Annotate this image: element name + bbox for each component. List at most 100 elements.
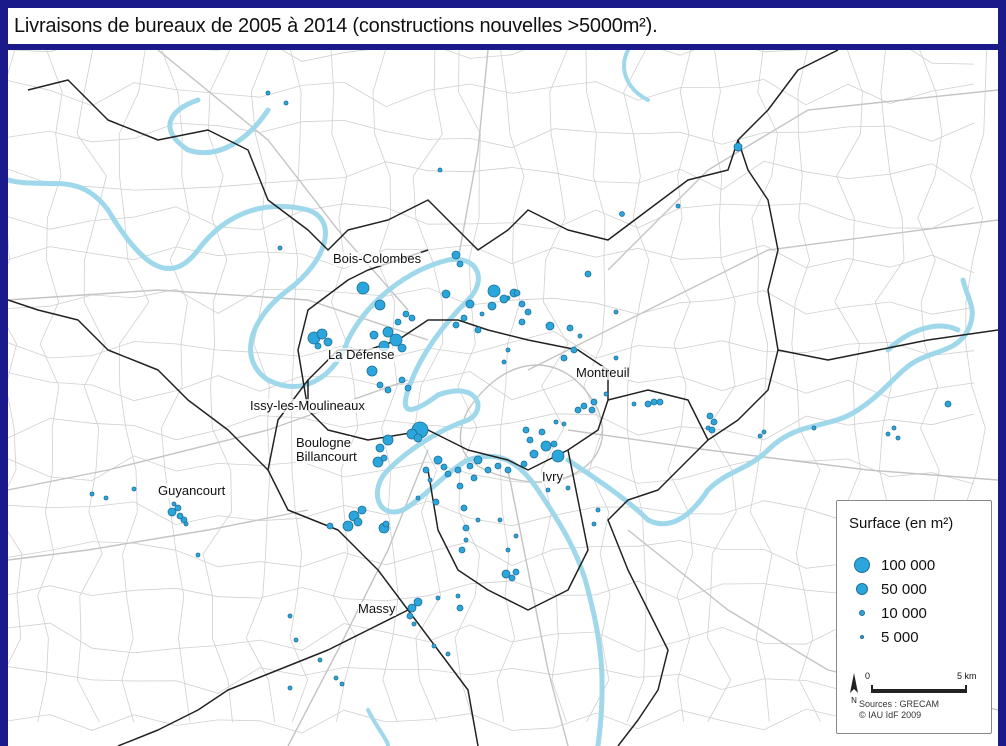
- office-delivery-dot[interactable]: [944, 400, 952, 408]
- office-delivery-dot[interactable]: [277, 245, 283, 251]
- office-delivery-dot[interactable]: [413, 433, 423, 443]
- office-delivery-dot[interactable]: [513, 533, 519, 539]
- office-delivery-dot[interactable]: [369, 330, 379, 340]
- office-delivery-dot[interactable]: [398, 376, 406, 384]
- office-delivery-dot[interactable]: [484, 466, 492, 474]
- office-delivery-dot[interactable]: [455, 593, 461, 599]
- office-delivery-dot[interactable]: [540, 440, 552, 452]
- office-delivery-dot[interactable]: [287, 685, 293, 691]
- office-delivery-dot[interactable]: [435, 595, 441, 601]
- office-delivery-dot[interactable]: [895, 435, 901, 441]
- office-delivery-dot[interactable]: [650, 398, 658, 406]
- office-delivery-dot[interactable]: [505, 347, 511, 353]
- office-delivery-dot[interactable]: [433, 455, 443, 465]
- office-delivery-dot[interactable]: [427, 477, 433, 483]
- office-delivery-dot[interactable]: [316, 328, 328, 340]
- office-delivery-dot[interactable]: [103, 495, 109, 501]
- office-delivery-dot[interactable]: [508, 574, 516, 582]
- office-delivery-dot[interactable]: [656, 398, 664, 406]
- office-delivery-dot[interactable]: [445, 651, 451, 657]
- office-delivery-dot[interactable]: [460, 504, 468, 512]
- office-delivery-dot[interactable]: [441, 289, 451, 299]
- office-delivery-dot[interactable]: [372, 456, 384, 468]
- office-delivery-dot[interactable]: [460, 314, 468, 322]
- office-delivery-dot[interactable]: [595, 507, 601, 513]
- office-delivery-dot[interactable]: [323, 337, 333, 347]
- office-delivery-dot[interactable]: [366, 365, 378, 377]
- office-delivery-dot[interactable]: [357, 505, 367, 515]
- office-delivery-dot[interactable]: [811, 425, 817, 431]
- office-delivery-dot[interactable]: [613, 309, 619, 315]
- office-delivery-dot[interactable]: [382, 326, 394, 338]
- office-delivery-dot[interactable]: [380, 454, 388, 462]
- office-delivery-dot[interactable]: [376, 381, 384, 389]
- office-delivery-dot[interactable]: [265, 90, 271, 96]
- office-delivery-dot[interactable]: [342, 520, 354, 532]
- office-delivery-dot[interactable]: [550, 440, 558, 448]
- office-delivery-dot[interactable]: [631, 401, 637, 407]
- office-delivery-dot[interactable]: [501, 359, 507, 365]
- office-delivery-dot[interactable]: [591, 521, 597, 527]
- office-delivery-dot[interactable]: [513, 289, 521, 297]
- office-delivery-dot[interactable]: [644, 400, 652, 408]
- office-delivery-dot[interactable]: [470, 474, 478, 482]
- office-delivery-dot[interactable]: [422, 466, 430, 474]
- office-delivery-dot[interactable]: [375, 443, 385, 453]
- office-delivery-dot[interactable]: [183, 521, 189, 527]
- office-delivery-dot[interactable]: [512, 568, 520, 576]
- office-delivery-dot[interactable]: [333, 675, 339, 681]
- office-delivery-dot[interactable]: [353, 517, 363, 527]
- office-delivery-dot[interactable]: [339, 681, 345, 687]
- office-delivery-dot[interactable]: [89, 491, 95, 497]
- office-delivery-dot[interactable]: [293, 637, 299, 643]
- map-frame[interactable]: Bois-Colombes La Défense Issy-les-Moulin…: [8, 50, 998, 746]
- office-delivery-dot[interactable]: [551, 449, 565, 463]
- office-delivery-dot[interactable]: [505, 547, 511, 553]
- office-delivery-dot[interactable]: [705, 425, 711, 431]
- office-delivery-dot[interactable]: [458, 546, 466, 554]
- office-delivery-dot[interactable]: [584, 270, 592, 278]
- office-delivery-dot[interactable]: [603, 391, 609, 397]
- office-delivery-dot[interactable]: [402, 310, 410, 318]
- office-delivery-dot[interactable]: [526, 436, 534, 444]
- office-delivery-dot[interactable]: [524, 308, 532, 316]
- office-delivery-dot[interactable]: [553, 419, 559, 425]
- office-delivery-dot[interactable]: [561, 421, 567, 427]
- office-delivery-dot[interactable]: [452, 321, 460, 329]
- office-delivery-dot[interactable]: [577, 333, 583, 339]
- office-delivery-dot[interactable]: [382, 520, 390, 528]
- office-delivery-dot[interactable]: [407, 603, 417, 613]
- office-delivery-dot[interactable]: [394, 318, 402, 326]
- office-delivery-dot[interactable]: [171, 501, 177, 507]
- office-delivery-dot[interactable]: [520, 460, 528, 468]
- office-delivery-dot[interactable]: [440, 463, 448, 471]
- office-delivery-dot[interactable]: [501, 569, 511, 579]
- office-delivery-dot[interactable]: [494, 462, 502, 470]
- office-delivery-dot[interactable]: [499, 294, 509, 304]
- office-delivery-dot[interactable]: [504, 466, 512, 474]
- office-delivery-dot[interactable]: [415, 495, 421, 501]
- office-delivery-dot[interactable]: [404, 384, 412, 392]
- office-delivery-dot[interactable]: [437, 167, 443, 173]
- office-delivery-dot[interactable]: [374, 299, 386, 311]
- office-delivery-dot[interactable]: [456, 260, 464, 268]
- office-delivery-dot[interactable]: [588, 406, 596, 414]
- office-delivery-dot[interactable]: [733, 142, 743, 152]
- office-delivery-dot[interactable]: [590, 398, 598, 406]
- office-delivery-dot[interactable]: [570, 346, 578, 354]
- office-delivery-dot[interactable]: [389, 333, 403, 347]
- office-delivery-dot[interactable]: [518, 318, 526, 326]
- office-delivery-dot[interactable]: [326, 522, 334, 530]
- office-delivery-dot[interactable]: [565, 485, 571, 491]
- office-delivery-dot[interactable]: [891, 425, 897, 431]
- office-delivery-dot[interactable]: [431, 643, 437, 649]
- office-delivery-dot[interactable]: [432, 498, 440, 506]
- office-delivery-dot[interactable]: [384, 386, 392, 394]
- office-delivery-dot[interactable]: [195, 552, 201, 558]
- office-delivery-dot[interactable]: [283, 100, 289, 106]
- office-delivery-dot[interactable]: [456, 482, 464, 490]
- office-delivery-dot[interactable]: [885, 431, 891, 437]
- office-delivery-dot[interactable]: [466, 462, 474, 470]
- office-delivery-dot[interactable]: [397, 343, 407, 353]
- office-delivery-dot[interactable]: [406, 612, 414, 620]
